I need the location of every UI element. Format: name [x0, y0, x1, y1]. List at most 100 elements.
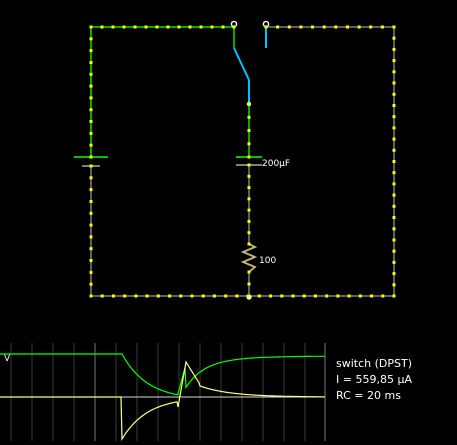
capacitor[interactable]: 200µF: [236, 156, 290, 169]
current-dot: [111, 25, 115, 29]
current-dot: [247, 163, 251, 167]
oscilloscope[interactable]: V: [0, 343, 326, 442]
current-dot: [280, 294, 284, 298]
current-dot: [392, 126, 396, 130]
current-dot: [392, 115, 396, 119]
capacitor-value-label: 200µF: [262, 159, 290, 169]
current-dot: [89, 96, 93, 100]
current-dot: [257, 294, 261, 298]
info-current: I = 559,85 µA: [336, 373, 412, 386]
current-dot: [89, 164, 93, 168]
current-dot: [89, 120, 93, 123]
current-dot: [357, 25, 361, 29]
current-dot: [145, 294, 149, 298]
current-dot: [89, 294, 93, 298]
current-dot: [392, 283, 396, 287]
current-dot: [392, 36, 396, 40]
current-dot: [89, 200, 93, 203]
circuit-schematic[interactable]: 200µF 100: [74, 20, 396, 300]
current-trace: [0, 360, 325, 442]
current-dot: [89, 270, 93, 274]
current-dot: [392, 227, 396, 231]
info-panel: switch (DPST) I = 559,85 µA RC = 20 ms: [336, 357, 412, 402]
current-dot: [179, 294, 183, 298]
current-dot: [212, 294, 216, 298]
current-dot: [392, 104, 396, 107]
current-dot: [392, 294, 396, 298]
info-rc: RC = 20 ms: [336, 389, 401, 402]
resistor-value-label: 100: [259, 256, 276, 266]
dpst-switch[interactable]: [230, 20, 270, 103]
current-dot: [325, 294, 329, 298]
current-dot: [133, 25, 137, 29]
current-dot: [269, 294, 273, 298]
current-dot: [247, 186, 251, 190]
current-dot: [247, 155, 251, 159]
current-dot: [100, 294, 104, 298]
current-dot: [392, 148, 396, 152]
current-dot: [221, 25, 225, 29]
current-dot: [392, 260, 396, 264]
current-dot: [89, 176, 93, 180]
current-dot: [334, 25, 338, 29]
current-dot: [264, 25, 268, 29]
current-dot: [392, 92, 396, 96]
current-dot: [302, 294, 306, 298]
current-dot: [380, 25, 384, 29]
current-dot: [89, 188, 93, 192]
current-dot: [111, 294, 115, 298]
current-dot: [89, 49, 93, 53]
current-dot: [210, 25, 214, 29]
current-dot: [247, 231, 251, 235]
current-dot: [89, 108, 93, 112]
current-dot: [247, 115, 251, 119]
current-dot: [89, 131, 93, 135]
current-dot: [358, 294, 362, 298]
current-dot: [291, 294, 295, 298]
switch-blade-left[interactable]: [233, 47, 250, 81]
current-dot: [247, 102, 251, 106]
current-dot: [392, 182, 396, 186]
current-dot: [199, 25, 203, 29]
current-dot: [247, 242, 251, 246]
current-dot: [177, 25, 181, 29]
current-dot: [392, 47, 396, 51]
resistor-zigzag[interactable]: [240, 243, 258, 273]
current-dot: [123, 294, 127, 298]
current-dot: [122, 25, 126, 29]
current-dot: [188, 25, 192, 29]
current-dot: [235, 294, 239, 298]
current-dot: [392, 272, 396, 276]
current-dot: [134, 294, 138, 298]
current-dot: [299, 25, 303, 29]
current-dot: [89, 155, 93, 159]
current-dot: [276, 25, 280, 29]
current-dot: [392, 70, 396, 74]
current-dot: [369, 25, 373, 29]
current-dots: [89, 25, 396, 298]
current-dot: [144, 25, 148, 29]
current-dot: [287, 25, 291, 29]
current-dot: [247, 208, 251, 212]
current-dot: [247, 294, 251, 298]
current-dot: [100, 25, 104, 29]
current-dot: [336, 294, 340, 298]
current-dot: [392, 216, 396, 219]
current-dot: [89, 25, 93, 29]
current-dot: [89, 235, 93, 239]
voltage-trace: [0, 353, 326, 396]
current-dot: [247, 270, 251, 274]
resistor[interactable]: 100: [240, 243, 276, 273]
current-dot: [89, 282, 93, 286]
live-wire-group[interactable]: [90, 26, 250, 157]
current-dot: [89, 72, 93, 76]
current-dot: [89, 37, 93, 41]
current-dot: [166, 25, 170, 29]
current-dot: [313, 294, 317, 298]
current-dot: [392, 193, 396, 197]
current-dot: [247, 174, 251, 178]
current-dot: [347, 294, 351, 298]
current-dot: [311, 25, 314, 29]
